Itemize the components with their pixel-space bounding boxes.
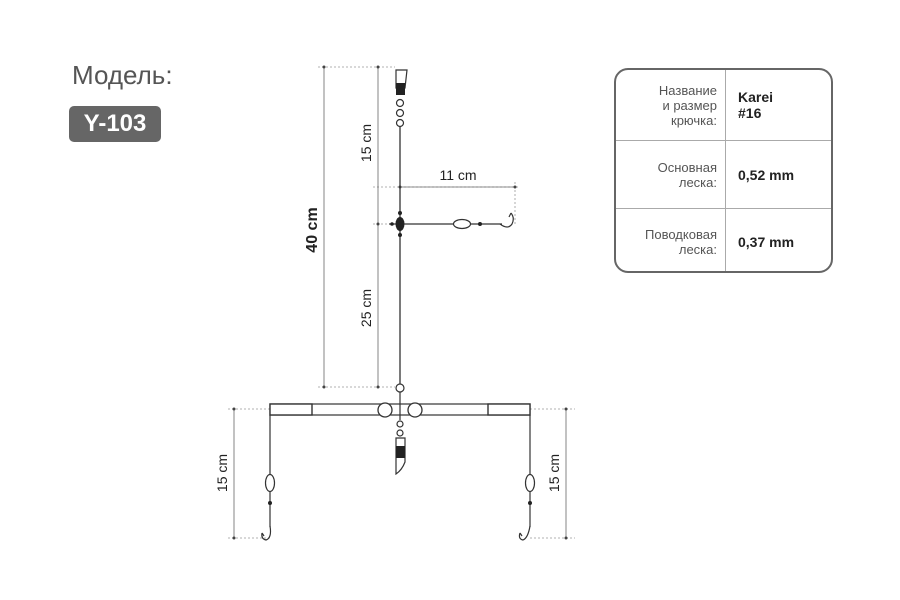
- dim-left-leader-label: 15 cm: [214, 454, 230, 492]
- dim-right-leader-label: 15 cm: [546, 454, 562, 492]
- spec-value-main-line: 0,52 mm: [738, 167, 795, 183]
- spec-value-leader-line: 0,37 mm: [738, 233, 795, 250]
- dim-total-label: 40 cm: [304, 207, 321, 252]
- branch-leader: [404, 218, 502, 230]
- dim-upper-label: 15 cm: [358, 124, 374, 162]
- dim-branch-label: 11 cm: [439, 167, 476, 183]
- dimension-ticks: [232, 65, 568, 540]
- boom-connector-ring-icon: [395, 383, 405, 393]
- spec-row-main-line: Основная леска: 0,52 mm: [616, 140, 831, 209]
- right-hook-icon: [518, 525, 531, 541]
- dimension-lines: [233, 67, 567, 538]
- dim-lower-label: 25 cm: [358, 289, 374, 327]
- model-code-badge: Y-103: [69, 106, 161, 142]
- spec-row-leader-line: Поводковая леска: 0,37 mm: [616, 208, 831, 271]
- spec-label-leader-line: Поводковая леска:: [616, 209, 726, 271]
- spec-value-hook: Karei #16: [738, 89, 774, 121]
- left-leader: [264, 415, 276, 527]
- model-label: Модель:: [72, 60, 173, 90]
- spec-table: Название и размер крючка: Karei #16 Осно…: [614, 68, 833, 273]
- sinker-snap-icon: [395, 420, 406, 476]
- left-hook-icon: [261, 525, 272, 541]
- spec-label-main-line: Основная леска:: [616, 141, 726, 209]
- boom-arm: [269, 392, 531, 420]
- spec-label-hook: Название и размер крючка:: [616, 70, 726, 140]
- right-leader: [524, 415, 536, 527]
- top-snap-icon: [395, 69, 408, 128]
- spec-row-hook: Название и размер крючка: Karei #16: [616, 70, 831, 140]
- branch-swivel-icon: [389, 211, 405, 237]
- branch-hook-icon: [499, 212, 514, 228]
